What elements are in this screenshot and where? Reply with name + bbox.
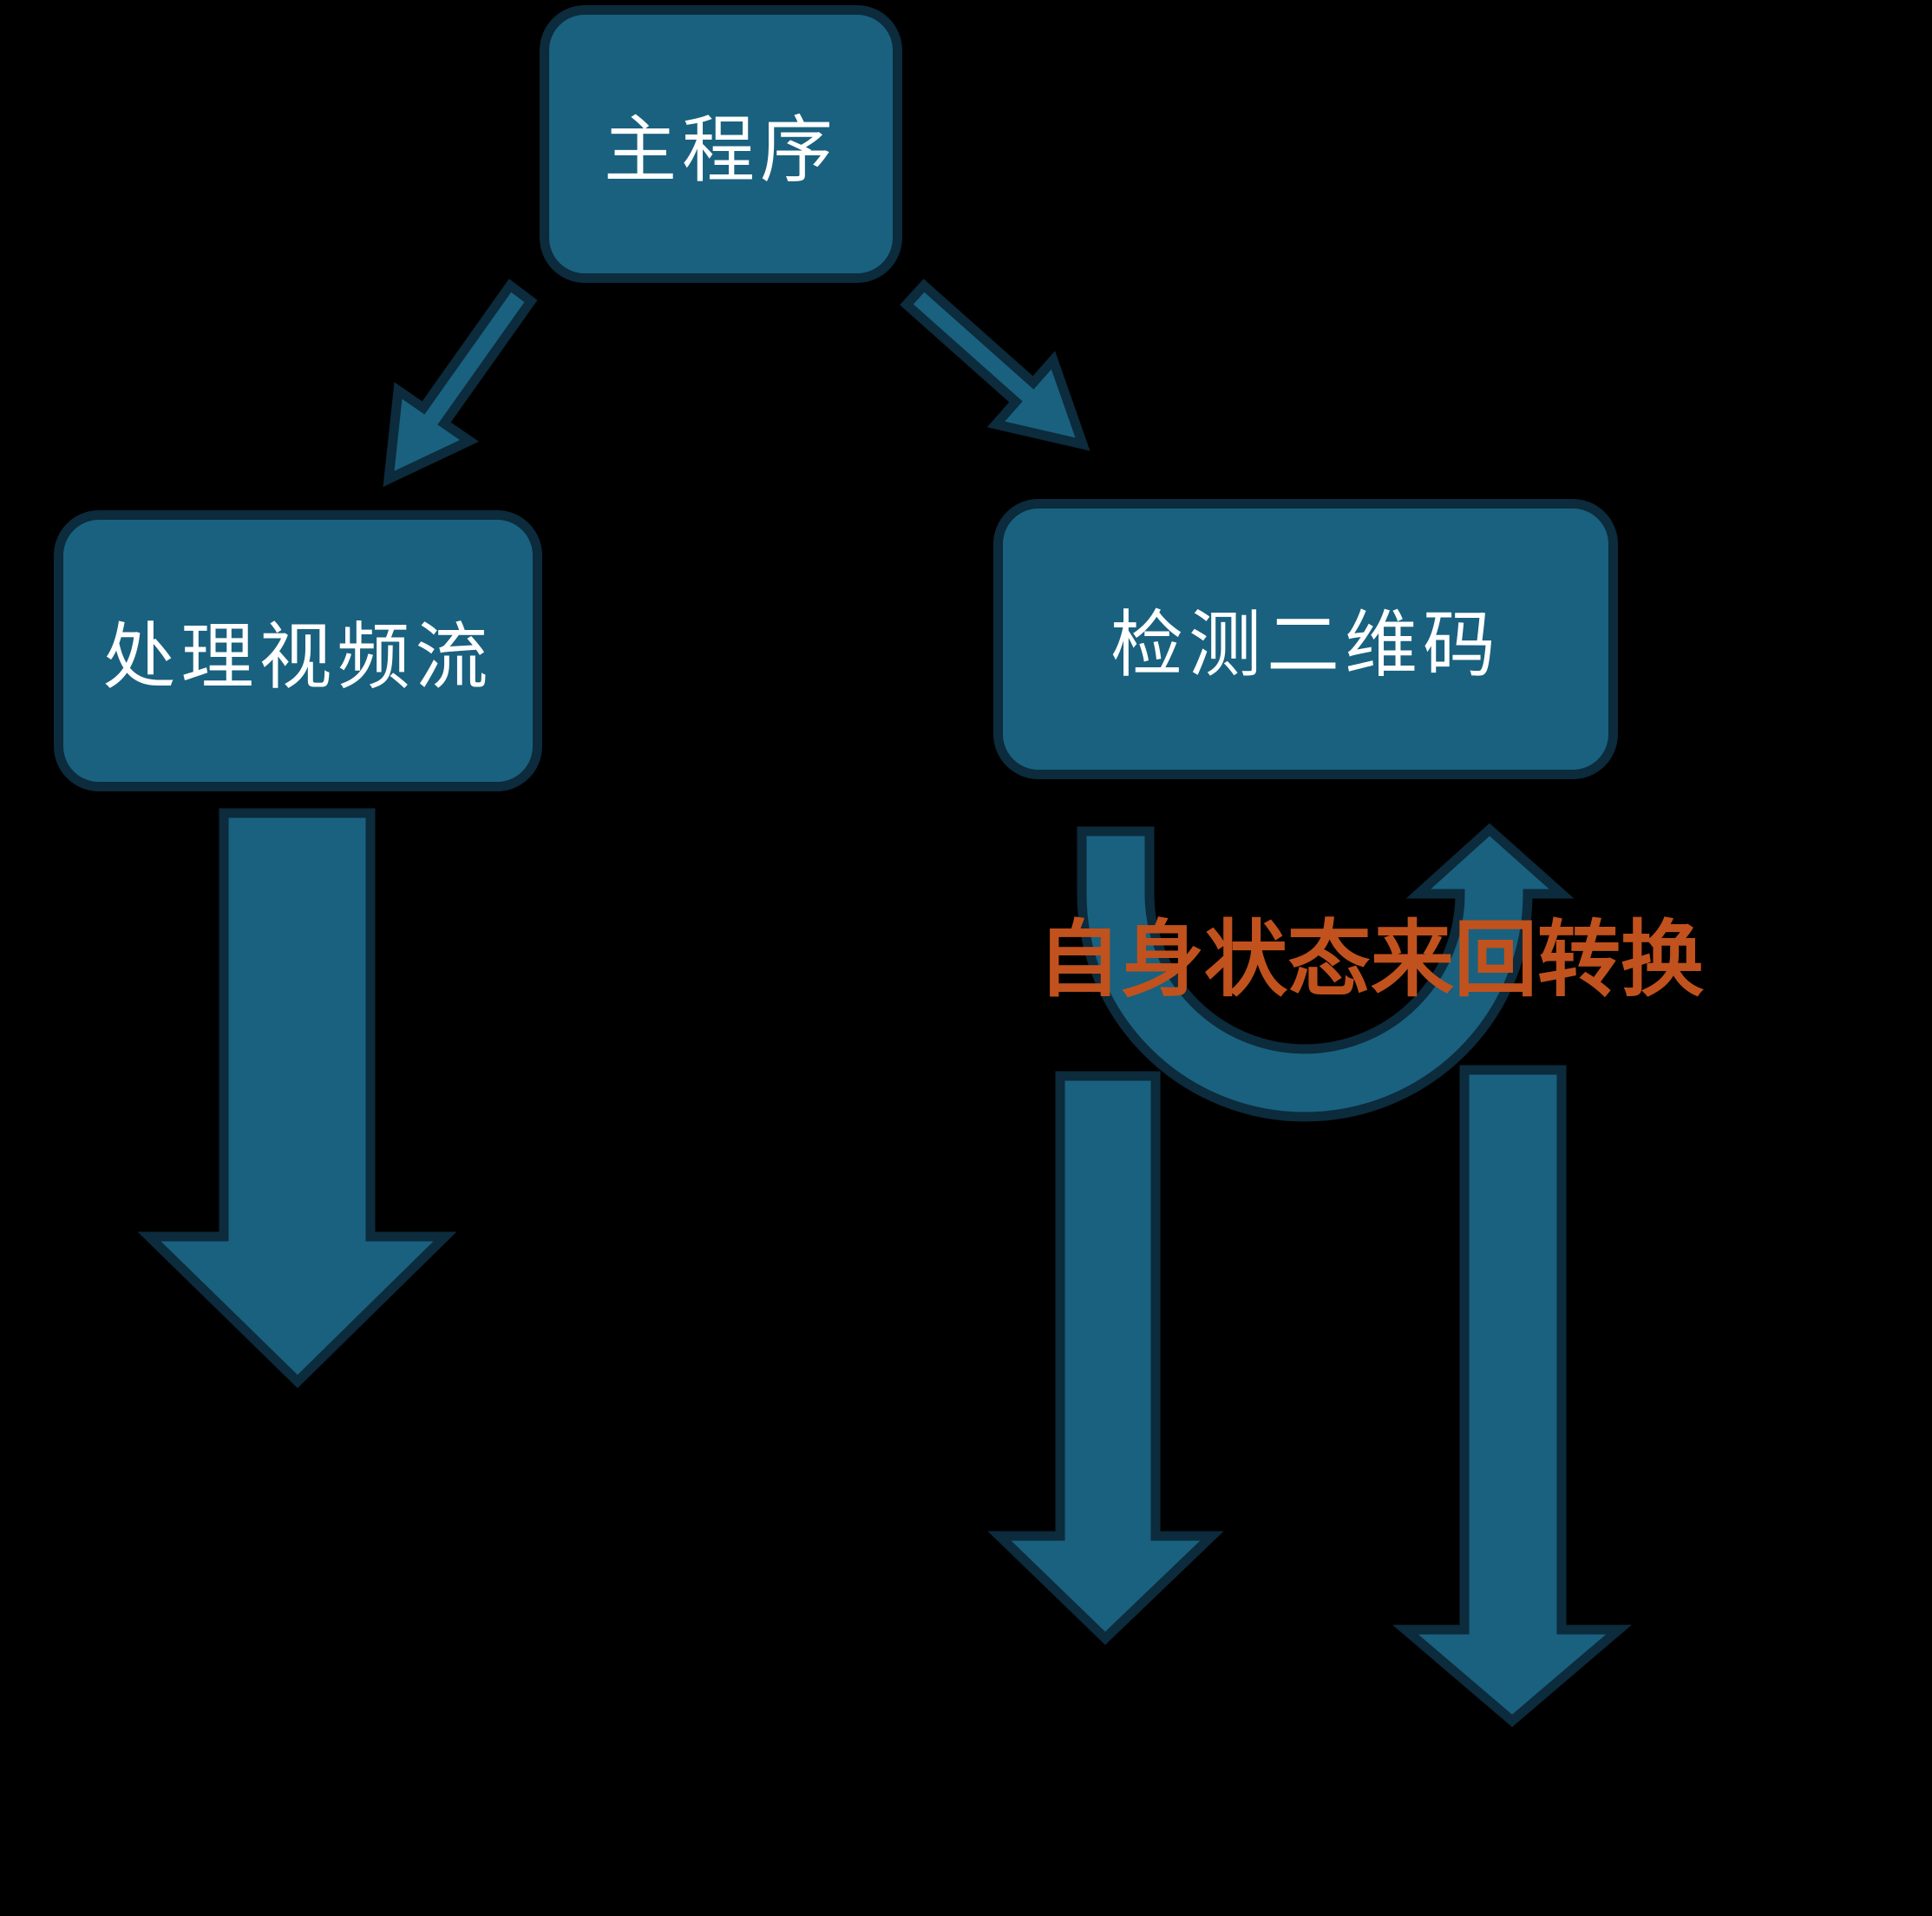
node-main-program: 主程序 bbox=[540, 5, 902, 283]
qr-output-down-arrow-left bbox=[987, 1071, 1224, 1645]
node-main-program-label: 主程序 bbox=[603, 110, 838, 192]
node-detect-qr-code: 检测二维码 bbox=[993, 499, 1618, 779]
self-state-toggle-annotation: 自身状态来回转换 bbox=[1038, 914, 1704, 1007]
video-output-down-arrow bbox=[137, 808, 457, 1388]
node-process-video-stream-label: 处理视频流 bbox=[102, 617, 494, 699]
node-detect-qr-code-label: 检测二维码 bbox=[1110, 606, 1501, 686]
edge-main-to-video-arrow bbox=[383, 279, 538, 488]
qr-self-loop-arrow bbox=[1077, 823, 1575, 1122]
edge-main-to-qr-arrow bbox=[900, 279, 1090, 451]
node-process-video-stream: 处理视频流 bbox=[54, 510, 542, 791]
qr-output-down-arrow-right bbox=[1392, 1065, 1632, 1728]
